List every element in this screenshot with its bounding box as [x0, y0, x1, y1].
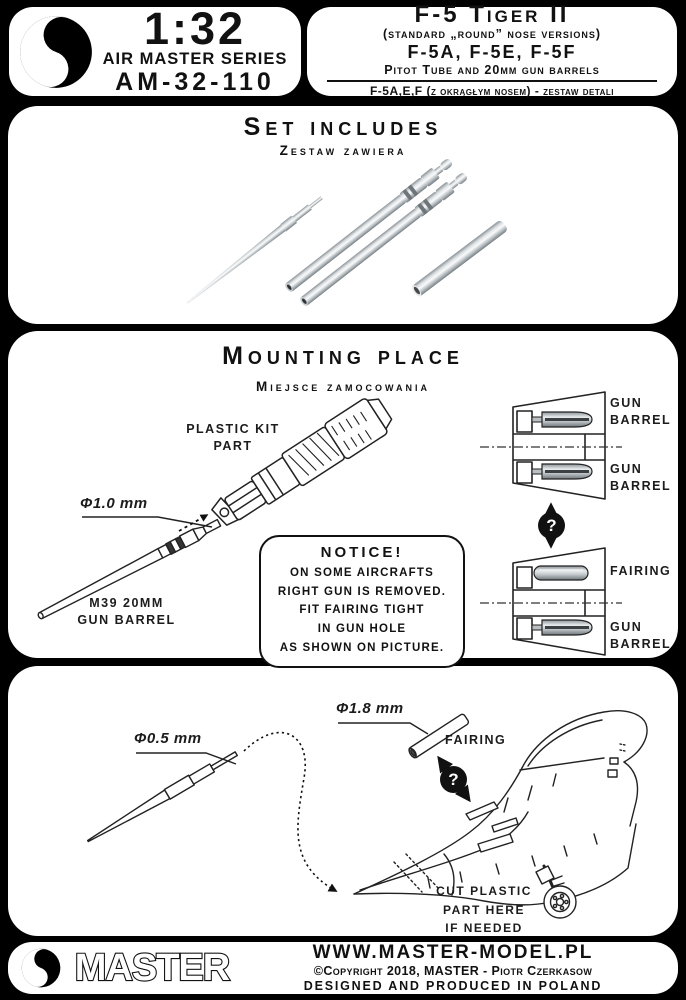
- notice-box: NOTICE! ON SOME AIRCRAFTS RIGHT GUN IS R…: [259, 535, 465, 669]
- fairing-drawing: [408, 713, 470, 759]
- mounting-diagram: [37, 391, 622, 656]
- notice-body: ON SOME AIRCRAFTS RIGHT GUN IS REMOVED. …: [277, 567, 447, 654]
- kit-title: F-5 Tiger II: [414, 1, 570, 29]
- fairing-label: FAIRING: [610, 564, 672, 578]
- notice-title: NOTICE!: [320, 544, 404, 561]
- gun-barrel-glyph-mid: [531, 463, 593, 480]
- website-url: WWW.MASTER-MODEL.PL: [312, 941, 594, 963]
- product-code: AM-32-110: [115, 68, 275, 97]
- footer-panel: MASTER WWW.MASTER-MODEL.PL ©Copyright 20…: [8, 942, 678, 994]
- pitot-drawing: [86, 751, 238, 843]
- plastic-kit-part-drawing: [211, 398, 393, 526]
- gun-barrel-label-mid: GUN BARREL: [610, 462, 672, 493]
- variants: F-5A, F-5E, F-5F: [407, 41, 577, 62]
- question-mark-badge: ?: [440, 766, 467, 793]
- origin-line: DESIGNED AND PRODUCED IN POLAND: [303, 979, 603, 994]
- title-divider: [327, 80, 657, 83]
- pitot-diameter-label: Φ0.5 mm: [134, 730, 202, 747]
- gun-barrel-glyph-top: [531, 411, 593, 428]
- nose-diagram-guns: [512, 391, 606, 500]
- fairing-glyph: [533, 565, 589, 581]
- copyright-line: ©Copyright 2018, MASTER - Piotr Czerkaso…: [313, 964, 593, 979]
- gun-barrel-part: [297, 169, 470, 309]
- set-includes-heading-pl: Zestaw zawiera: [279, 143, 407, 158]
- pitot-mounting-panel: Φ0.5 mm Φ1.8 mm FAIRING ? CUT PLASTIC PA…: [8, 666, 678, 936]
- cut-note-label: CUT PLASTIC PART HERE IF NEEDED: [436, 884, 532, 936]
- nose-diagram-fairing: [512, 547, 606, 656]
- gun-barrel-label-top: GUN BARREL: [610, 396, 672, 427]
- fairing-label: FAIRING: [445, 733, 507, 747]
- master-logo-icon: [21, 948, 61, 988]
- gun-diameter-label: Φ1.0 mm: [80, 495, 148, 512]
- leader-line: [82, 516, 213, 528]
- brand-wordmark: MASTER: [74, 946, 232, 990]
- scale-label: 1:32: [143, 2, 247, 54]
- barrel-name-label: M39 20MM GUN BARREL: [77, 596, 176, 627]
- pitot-tube-part: [186, 196, 323, 304]
- contents-pl: F-5A,E,F (z okrągłym nosem) - zestaw det…: [369, 84, 615, 99]
- mounting-heading-pl: Miejsce zamocowania: [255, 379, 430, 394]
- nose-note: (standard „round” nose versions): [382, 27, 602, 42]
- insert-arrow: [178, 514, 209, 532]
- gun-barrel-label-bottom: GUN BARREL: [610, 620, 672, 651]
- set-includes-panel: Set includes Zestaw zawiera: [8, 106, 678, 324]
- pitot-diagram: [86, 710, 648, 919]
- gun-barrel-glyph-bottom: [531, 619, 593, 636]
- fairing-tube-part: [411, 220, 507, 297]
- contents-en: Pitot Tube and 20mm gun barrels: [384, 62, 600, 77]
- header-title-box: F-5 Tiger II (standard „round” nose vers…: [307, 3, 677, 98]
- mounting-heading: Mounting place: [222, 342, 464, 370]
- parts-render-illustration: [186, 155, 507, 309]
- header-brand-box: 1:32 AIR MASTER SERIES AM-32-110: [9, 2, 301, 97]
- placement-curve-arrow: [243, 731, 338, 892]
- leader-line: [338, 722, 429, 735]
- svg-text:MASTER: MASTER: [75, 947, 230, 989]
- leader-line: [136, 752, 237, 765]
- m39-barrel-drawing: [37, 518, 222, 620]
- fairing-diameter-label: Φ1.8 mm: [336, 700, 404, 717]
- series-label: AIR MASTER SERIES: [102, 50, 288, 69]
- aircraft-drawing: [353, 710, 648, 919]
- mounting-place-panel: Mounting place Miejsce zamocowania: [8, 331, 678, 669]
- question-mark-badge: ?: [538, 512, 565, 539]
- master-logo-icon: [20, 15, 92, 88]
- set-includes-heading: Set includes: [243, 113, 443, 141]
- plastic-kit-part-label: PLASTIC KIT PART: [186, 422, 280, 453]
